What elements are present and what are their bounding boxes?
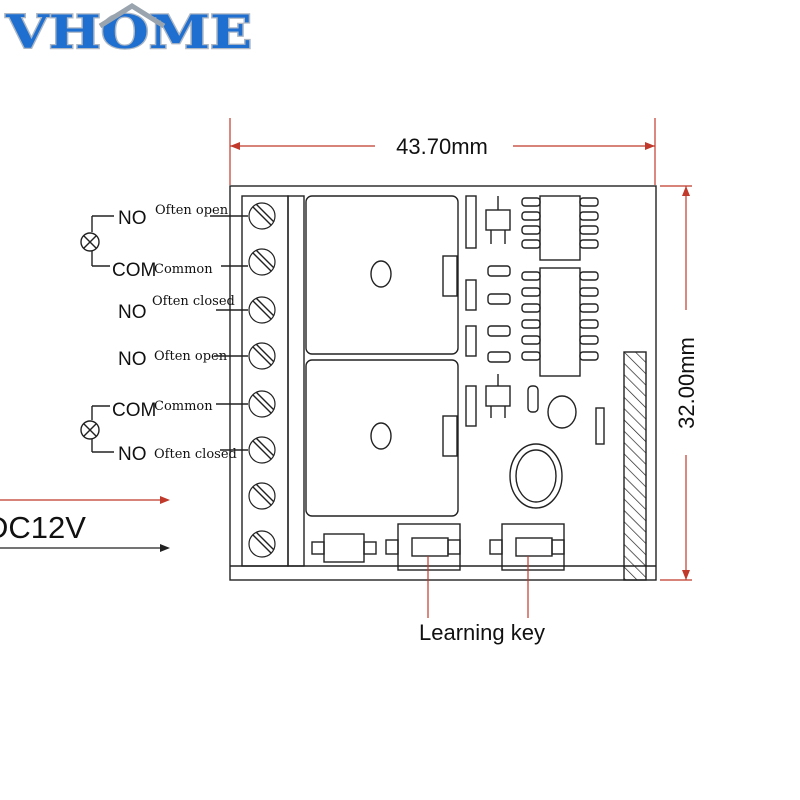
lamp-circuit-1 xyxy=(80,215,114,267)
lamp-circuit-2 xyxy=(80,405,114,453)
screw-terminal-icon xyxy=(248,482,276,510)
learning-key-label: Learning key xyxy=(419,620,545,645)
logo-roof-icon xyxy=(98,3,166,29)
width-dimension: 43.70mm xyxy=(229,118,656,185)
power-label: DC12V xyxy=(0,510,86,545)
terminal-1-label: NO xyxy=(118,208,147,229)
learning-button-1[interactable] xyxy=(385,523,461,571)
antenna-strip xyxy=(623,351,647,581)
screw-terminals xyxy=(248,202,276,558)
pcb-board xyxy=(229,185,657,581)
terminal-4-desc: Often open xyxy=(154,349,228,364)
terminal-labels: NO Often open COM Common NO Often closed… xyxy=(112,203,248,465)
logo-text: VHOME xyxy=(5,5,252,59)
screw-terminal-icon xyxy=(248,248,276,276)
diode xyxy=(311,533,377,563)
relay-2 xyxy=(305,359,459,517)
terminal-2-label: COM xyxy=(112,260,156,281)
terminal-2-desc: Common xyxy=(154,262,213,277)
relay-1 xyxy=(305,195,459,355)
terminal-1-desc: Often open xyxy=(155,203,229,218)
power-input: DC12V xyxy=(0,496,170,552)
vhome-logo: VHOME xyxy=(0,0,262,60)
height-dimension: 32.00mm xyxy=(660,185,699,581)
components xyxy=(465,195,605,509)
screw-terminal-icon xyxy=(248,342,276,370)
screw-terminal-icon xyxy=(248,530,276,558)
terminal-3-desc: Often closed xyxy=(152,294,235,309)
screw-terminal-icon xyxy=(248,390,276,418)
terminal-3-label: NO xyxy=(118,302,147,323)
terminal-6-desc: Often closed xyxy=(154,447,237,462)
terminal-5-label: COM xyxy=(112,400,156,421)
height-label: 32.00mm xyxy=(674,337,699,429)
screw-terminal-icon xyxy=(248,436,276,464)
screw-terminal-icon xyxy=(248,202,276,230)
terminal-5-desc: Common xyxy=(154,399,213,414)
screw-terminal-icon xyxy=(248,296,276,324)
lamp-icon xyxy=(80,420,100,440)
lamp-icon xyxy=(80,232,100,252)
terminal-6-label: NO xyxy=(118,444,147,465)
learning-button-2[interactable] xyxy=(489,523,565,571)
width-label: 43.70mm xyxy=(396,134,488,159)
learning-key-callout: Learning key xyxy=(419,556,545,645)
terminal-4-label: NO xyxy=(118,349,147,370)
